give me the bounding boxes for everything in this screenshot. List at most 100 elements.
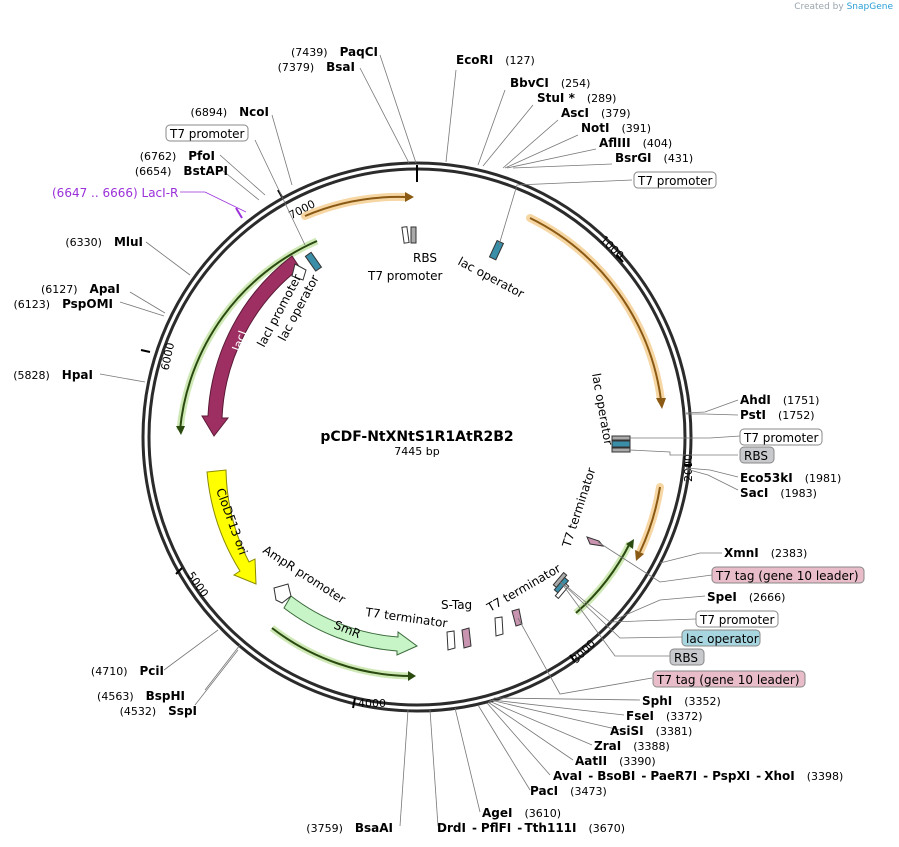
orf-right-green-arrowhead bbox=[626, 539, 634, 549]
lead-bsphi bbox=[204, 644, 241, 691]
enzyme-pspomi: (6123)PspOMI bbox=[13, 297, 113, 311]
lead-apai bbox=[129, 291, 166, 314]
orf-top-arrowhead bbox=[405, 192, 414, 202]
orf-short-glow bbox=[636, 483, 664, 556]
s-tag-outline bbox=[446, 630, 456, 651]
enzyme-sphi: SphI(3352) bbox=[642, 694, 721, 708]
rbs-top-feature bbox=[410, 226, 417, 244]
box-t7-tag-2 bbox=[652, 670, 806, 688]
enzyme-sspi: (4532)SspI bbox=[120, 704, 197, 718]
lead-ecori bbox=[445, 69, 457, 163]
laci-r-primer-label: (6647 .. 6666) LacI-R bbox=[52, 186, 178, 200]
lead-paqci bbox=[379, 54, 417, 164]
orf-top bbox=[304, 195, 406, 217]
enzyme-agei: AgeI(3610) bbox=[482, 806, 561, 820]
leader-lines bbox=[99, 54, 741, 827]
laci-label: lacI bbox=[230, 329, 250, 353]
box-t7-tag-1-text: T7 tag (gene 10 leader) bbox=[715, 569, 859, 583]
enzyme-ecori: EcoRI(127) bbox=[456, 53, 535, 67]
enzyme-paqci: (7439)PaqCI bbox=[291, 45, 378, 59]
enzyme-ava-group: AvaI-BsoBI-PaeR7I-PspXI-XhoI(3398) bbox=[553, 769, 843, 783]
enzyme-afliii: AflIII(404) bbox=[599, 136, 672, 150]
box-t7-promoter-left-text: T7 promoter bbox=[169, 127, 245, 141]
t7-terminator-right-feature bbox=[586, 536, 605, 547]
box-rbs-right-text: RBS bbox=[744, 449, 768, 463]
enzyme-ahdi: AhdI(1751) bbox=[740, 393, 819, 407]
orf-right-green-glow bbox=[573, 541, 634, 616]
t7-terminator-mid-outline bbox=[494, 616, 504, 637]
lead-pspomi bbox=[119, 301, 165, 317]
lead-t7-tag-2 bbox=[517, 617, 653, 695]
right-lower-cluster bbox=[552, 571, 570, 600]
lead-pcii bbox=[163, 629, 219, 671]
tick-1000 bbox=[616, 254, 624, 263]
lead-lac-operator-low bbox=[561, 582, 683, 639]
lead-asisi bbox=[489, 699, 621, 731]
enzyme-stui: StuI *(289) bbox=[537, 91, 616, 105]
enzyme-psti: PstI(1752) bbox=[740, 408, 815, 422]
box-t7-tag-2-text: T7 tag (gene 10 leader) bbox=[656, 673, 800, 687]
snapgene-credit: Created by SnapGene bbox=[794, 2, 893, 12]
enzyme-bstapi: (6654)BstAPI bbox=[135, 164, 228, 178]
box-t7-promoter-top bbox=[633, 171, 717, 189]
enzyme-asisi: AsiSI(3381) bbox=[610, 724, 692, 738]
box-rbs-low bbox=[669, 648, 705, 666]
box-rbs-right bbox=[739, 446, 775, 464]
lead-sphi bbox=[493, 697, 641, 701]
cluster-promoter bbox=[554, 582, 570, 600]
lead-xmni bbox=[659, 552, 722, 564]
lead-ahdi bbox=[685, 399, 739, 414]
lead-afliii bbox=[506, 148, 597, 169]
tick-label-4000: 4000 bbox=[358, 697, 386, 710]
plasmid-name: pCDF-NtXNtS1R1AtR2B2 bbox=[320, 429, 513, 445]
rbs-right-feature bbox=[611, 447, 631, 453]
smr-feature bbox=[283, 595, 418, 656]
tick-5000 bbox=[175, 567, 183, 575]
tick-label-5000: 5000 bbox=[184, 569, 211, 599]
enzyme-labels-right: EcoRI(127) BbvCI(254) StuI *(289) AscI(3… bbox=[456, 53, 841, 820]
box-t7-promoter-left bbox=[165, 124, 249, 142]
s-tag-feature bbox=[461, 627, 472, 649]
enzyme-labels-left: (7439)PaqCI (7379)BsaI (6894)NcoI (6762)… bbox=[13, 45, 393, 835]
enzyme-asci: AscI(379) bbox=[561, 106, 631, 120]
enzyme-spei: SpeI(2666) bbox=[707, 590, 785, 604]
lead-asci bbox=[502, 119, 559, 169]
boxed-labels: T7 promoter T7 promoter T7 promoter RBS … bbox=[165, 124, 865, 688]
box-t7-tag-1 bbox=[711, 566, 865, 584]
enzyme-eco53ki: Eco53kI(1981) bbox=[740, 471, 841, 485]
lead-stui bbox=[482, 104, 534, 167]
lead-fsei bbox=[491, 699, 625, 716]
box-rbs-low-text: RBS bbox=[674, 651, 698, 665]
t7-terminator-bottom-label: T7 terminator bbox=[364, 605, 449, 631]
lead-bsai bbox=[359, 67, 410, 164]
lead-ncoi bbox=[271, 114, 293, 186]
lead-mlui bbox=[145, 241, 191, 276]
t7-promoter-top-feature bbox=[401, 226, 410, 244]
orf-short bbox=[639, 486, 661, 553]
lead-saci bbox=[685, 468, 739, 491]
lead-psti bbox=[686, 413, 739, 416]
lead-t7-promoter-left bbox=[254, 139, 306, 246]
lead-eco53ki bbox=[685, 467, 739, 478]
tick-4000 bbox=[352, 697, 356, 709]
lac-operator-right-label: lac operator bbox=[589, 372, 615, 446]
orf-left-arrowhead bbox=[176, 426, 185, 435]
enzyme-pfoi: (6762)PfoI bbox=[140, 149, 215, 163]
lead-paci bbox=[477, 704, 531, 791]
enzyme-drd-group: DrdI-PflFI-Tth111I(3670) bbox=[437, 821, 625, 835]
ampr-promoter-feature bbox=[273, 583, 292, 604]
laci-r-primer-mark bbox=[235, 207, 243, 219]
enzyme-aatii: AatII(3390) bbox=[575, 754, 656, 768]
tick-label-1000: 1000 bbox=[597, 233, 626, 262]
enzyme-apai: (6127)ApaI bbox=[41, 282, 120, 296]
lead-bbvci bbox=[477, 89, 506, 166]
enzyme-bsaai: (3759)BsaAI bbox=[306, 821, 393, 835]
t7-terminator-right-label: T7 terminator bbox=[559, 466, 598, 550]
tick-label-3000: 3000 bbox=[569, 637, 598, 666]
ampr-promoter-label: AmpR promoter bbox=[260, 543, 348, 607]
orf-right bbox=[529, 217, 662, 401]
lac-operator-top-feature bbox=[488, 239, 505, 261]
lead-spei bbox=[613, 595, 706, 621]
lead-pfoi bbox=[219, 154, 266, 196]
